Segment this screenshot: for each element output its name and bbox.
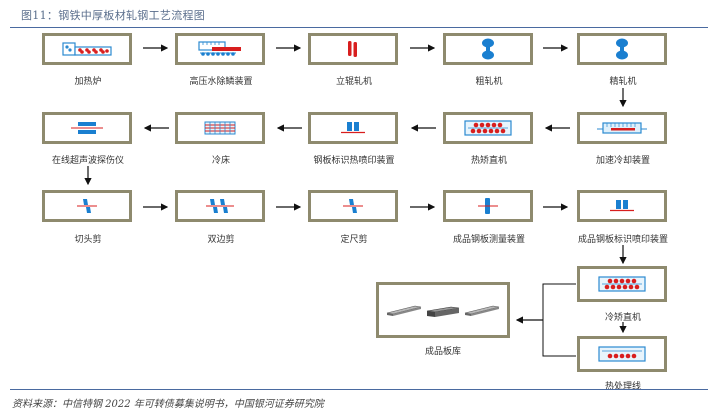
step-label: 钢板标识热喷印装置 (313, 156, 395, 166)
step-roughing-mill (443, 33, 533, 65)
cold-straightener-icon (598, 276, 646, 292)
heat-treatment-icon (598, 346, 646, 362)
step-label: 高压水除鳞装置 (189, 77, 253, 87)
arrow-right-icon (276, 44, 302, 52)
arrow-down-icon (619, 322, 627, 334)
step-label: 加热炉 (74, 77, 102, 87)
step-vertical-roller (308, 33, 398, 65)
figure-title: 图11：钢铁中厚板材轧钢工艺流程图 (21, 9, 206, 22)
arrow-right-icon (276, 203, 302, 211)
step-label: 成品钢板标识喷印装置 (577, 235, 668, 245)
step-measuring (443, 190, 533, 222)
accelerated-cooling-icon (597, 122, 647, 134)
step-label: 热处理线 (604, 382, 641, 392)
arrow-down-icon (619, 245, 627, 265)
double-side-shear-icon (205, 198, 235, 214)
arrow-right-icon (410, 203, 436, 211)
cut-to-length-shear-icon (342, 198, 364, 214)
source-note: 资料来源：中信特钢 2022 年可转债募集说明书，中国银河证券研究院 (12, 399, 324, 410)
vertical-roller-icon (347, 40, 359, 58)
step-label: 冷矫直机 (604, 313, 641, 323)
step-label: 定尺剪 (340, 235, 368, 245)
step-label: 双边剪 (207, 235, 235, 245)
descaling-icon (198, 40, 242, 58)
arrow-right-icon (143, 203, 169, 211)
plate-warehouse-icon (385, 302, 501, 318)
title-rule (10, 27, 708, 28)
step-hot-marking (308, 112, 398, 144)
merge-connector (515, 283, 576, 357)
step-label: 在线超声波探伤仪 (51, 156, 124, 166)
arrow-left-icon (544, 124, 570, 132)
roughing-mill-icon (481, 38, 495, 60)
arrow-right-icon (410, 44, 436, 52)
step-label: 冷床 (211, 156, 230, 166)
step-label: 立辊轧机 (335, 77, 372, 87)
arrow-right-icon (543, 44, 569, 52)
step-plate-warehouse (376, 282, 510, 338)
heating-furnace-icon (62, 42, 112, 56)
step-label: 精轧机 (609, 77, 637, 87)
step-label: 粗轧机 (475, 77, 503, 87)
step-hot-straightener (443, 112, 533, 144)
step-descaling (175, 33, 265, 65)
arrow-right-icon (143, 44, 169, 52)
hot-straightener-icon (464, 120, 512, 136)
step-label: 切头剪 (74, 235, 102, 245)
step-label: 成品板库 (424, 347, 461, 357)
step-heat-treatment (577, 336, 667, 372)
arrow-left-icon (276, 124, 302, 132)
cooling-bed-icon (204, 121, 236, 135)
step-finishing-mill (577, 33, 667, 65)
finishing-mill-icon (615, 38, 629, 60)
crop-shear-icon (76, 198, 98, 214)
footer-rule (10, 389, 708, 390)
measuring-icon (477, 197, 499, 215)
step-label: 加速冷却装置 (595, 156, 650, 166)
arrow-down-icon (619, 88, 627, 108)
ultrasonic-detector-icon (69, 121, 105, 135)
step-ultrasonic-detector (42, 112, 132, 144)
step-label: 热矫直机 (470, 156, 507, 166)
step-crop-shear (42, 190, 132, 222)
hot-marking-icon (340, 121, 366, 135)
step-double-side-shear (175, 190, 265, 222)
arrow-down-icon (84, 166, 92, 186)
arrow-right-icon (543, 203, 569, 211)
marking-icon (609, 199, 635, 213)
arrow-left-icon (143, 124, 169, 132)
step-accelerated-cooling (577, 112, 667, 144)
step-label: 成品钢板测量装置 (452, 235, 525, 245)
step-cooling-bed (175, 112, 265, 144)
step-cold-straightener (577, 266, 667, 302)
step-heating-furnace (42, 33, 132, 65)
step-cut-to-length-shear (308, 190, 398, 222)
step-marking (577, 190, 667, 222)
arrow-left-icon (410, 124, 436, 132)
